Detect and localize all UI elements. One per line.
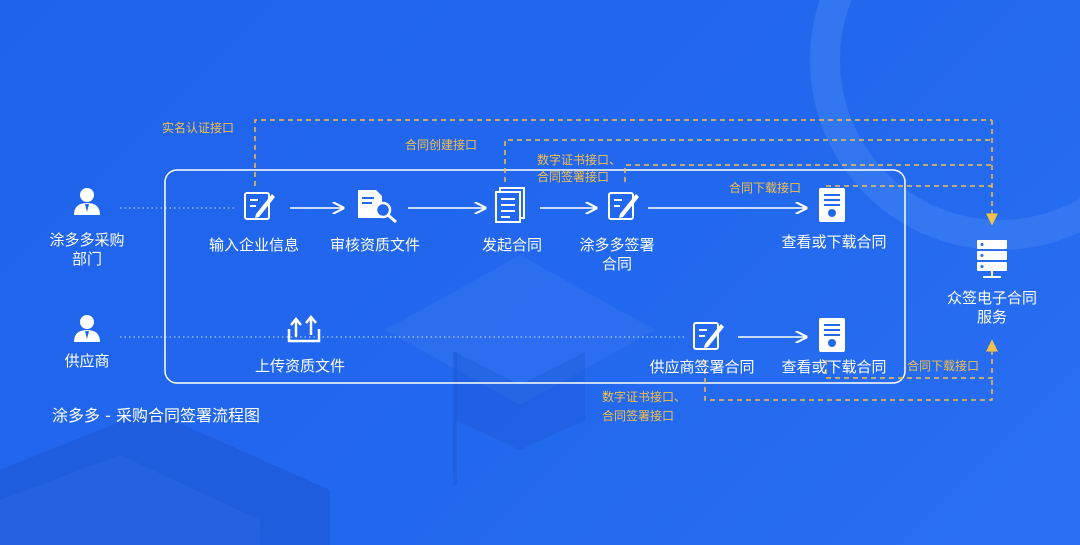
service-label-2: 服务 (976, 308, 1008, 326)
step-input-info: 输入企业信息 (208, 236, 300, 254)
interface-supplier-cert-2: 合同签署接口 (602, 409, 675, 423)
buyer-person-icon (74, 188, 100, 215)
supplier-label: 供应商 (64, 352, 110, 370)
step-initiate: 发起合同 (481, 236, 543, 254)
connector-create (504, 139, 992, 182)
step-upload-docs: 上传资质文件 (254, 357, 346, 375)
interface-cert-1: 数字证书接口、 (537, 153, 622, 167)
step-supplier-download: 查看或下载合同 (781, 358, 887, 376)
service-label-1: 众签电子合同 (946, 289, 1038, 307)
connector-cert (624, 164, 992, 182)
connector-supplier-cert (704, 360, 993, 401)
supplier-certificate-document-icon (819, 318, 845, 352)
upload-icon (287, 315, 321, 343)
interface-cert-2: 合同签署接口 (537, 170, 610, 184)
step-buyer-sign-1: 涂多多签署 (579, 236, 655, 254)
interface-supplier-cert-1: 数字证书接口、 (602, 390, 687, 404)
connector-realname (254, 119, 992, 186)
interface-create: 合同创建接口 (405, 138, 478, 152)
contract-icon (495, 187, 525, 223)
edit-icon (244, 192, 275, 220)
interface-supplier-download: 合同下载接口 (907, 359, 980, 373)
interface-realname: 实名认证接口 (162, 121, 235, 135)
supplier-sign-icon (693, 322, 724, 350)
buyer-label-1: 涂多多采购 (49, 231, 125, 249)
certificate-document-icon (819, 188, 845, 222)
diagram-title: 涂多多 - 采购合同签署流程图 (52, 406, 260, 425)
connector-supplier-download (825, 339, 998, 379)
sign-icon (608, 192, 639, 220)
server-icon (977, 240, 1007, 278)
interface-download: 合同下载接口 (729, 181, 802, 195)
process-box (164, 169, 906, 384)
step-review-docs: 审核资质文件 (329, 236, 421, 254)
document-search-icon (358, 190, 397, 224)
step-buyer-sign-2: 合同 (601, 255, 633, 273)
step-supplier-sign: 供应商签署合同 (649, 358, 755, 376)
buyer-label-2: 部门 (71, 250, 103, 268)
supplier-person-icon (74, 315, 100, 342)
step-buyer-download: 查看或下载合同 (781, 233, 887, 251)
